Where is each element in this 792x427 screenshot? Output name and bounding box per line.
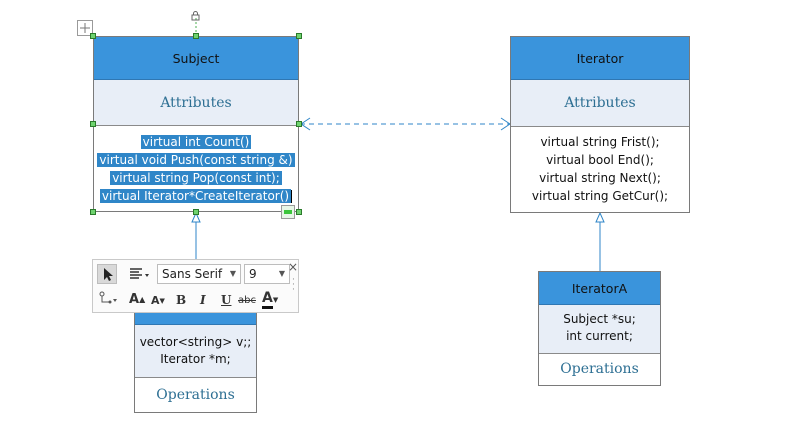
attribute-line: Subject *su; <box>563 312 636 326</box>
resize-handle-mid-left[interactable] <box>90 121 96 127</box>
more-options-icon[interactable]: ··· <box>292 275 295 295</box>
class-iteratorA-operations-label: Operations <box>560 361 639 377</box>
grow-font-button[interactable]: A▲ <box>129 292 146 307</box>
class-iterator-title: Iterator <box>576 51 624 66</box>
method-line: virtual void Push(const string &) <box>97 153 295 167</box>
attribute-line: Iterator *m; <box>160 352 231 366</box>
class-lower-attributes[interactable]: vector<string> v;; Iterator *m; <box>135 325 256 378</box>
lock-icon[interactable] <box>191 6 200 21</box>
inheritance-arrow-subject <box>191 211 201 223</box>
font-size-value: 9 <box>249 267 257 281</box>
pointer-tool-button[interactable] <box>97 264 117 284</box>
underline-button[interactable]: U <box>221 293 232 307</box>
class-subject-title: Subject <box>172 51 220 66</box>
attribute-line: int current; <box>566 329 633 343</box>
grow-font-label: A <box>129 292 140 307</box>
class-lower-operations-label: Operations <box>156 387 235 403</box>
class-subject[interactable]: Subject Attributes virtual int Count() v… <box>93 36 299 212</box>
attribute-line: vector<string> v;; <box>139 335 252 349</box>
class-lower-operations[interactable]: Operations <box>135 378 256 412</box>
class-iteratorA-header: IteratorA <box>539 272 660 305</box>
font-size-select[interactable]: 9 ▼ <box>244 264 290 284</box>
inheritance-arrow-iterator <box>595 211 605 223</box>
collapse-button[interactable] <box>281 205 295 219</box>
align-icon[interactable] <box>129 267 151 281</box>
shrink-font-label: A <box>151 294 160 307</box>
text-format-toolbar: Sans Serif ▼ 9 ▼ × ··· A▲ A▼ B I U abc A… <box>92 259 299 313</box>
chevron-down-icon: ▼ <box>272 296 279 304</box>
class-iteratorA[interactable]: IteratorA Subject *su; int current; Oper… <box>538 271 661 386</box>
method-line: virtual string Frist(); <box>540 135 660 149</box>
chevron-down-icon: ▼ <box>229 269 236 278</box>
resize-handle-bottom-right[interactable] <box>296 209 302 215</box>
class-subject-attributes[interactable]: Attributes <box>94 80 298 126</box>
class-iterator-methods[interactable]: virtual string Frist(); virtual bool End… <box>511 127 689 205</box>
method-line: virtual int Count() <box>140 135 252 149</box>
font-color-button[interactable]: A▼ <box>262 290 279 309</box>
resize-handle-top-center[interactable] <box>193 33 199 39</box>
class-lower[interactable]: vector<string> v;; Iterator *m; Operatio… <box>134 302 257 413</box>
resize-handle-bottom-center[interactable] <box>193 209 199 215</box>
font-color-label: A <box>262 290 273 309</box>
class-iteratorA-operations[interactable]: Operations <box>539 354 660 385</box>
method-line: virtual string GetCur(); <box>531 189 669 203</box>
bold-button[interactable]: B <box>176 293 187 307</box>
chevron-down-icon: ▼ <box>278 269 285 278</box>
class-iterator-attributes-label: Attributes <box>564 95 636 111</box>
class-iterator[interactable]: Iterator Attributes virtual string Frist… <box>510 36 690 213</box>
resize-handle-top-right[interactable] <box>296 33 302 39</box>
resize-handle-bottom-left[interactable] <box>90 209 96 215</box>
strikethrough-button[interactable]: abc <box>238 295 256 306</box>
text-cursor <box>291 190 293 203</box>
method-line: virtual string Pop(const int); <box>110 171 282 185</box>
class-subject-attributes-label: Attributes <box>160 95 232 111</box>
method-line: virtual bool End(); <box>546 153 654 167</box>
font-family-select[interactable]: Sans Serif ▼ <box>157 264 241 284</box>
class-iteratorA-attributes[interactable]: Subject *su; int current; <box>539 305 660 354</box>
class-iterator-attributes[interactable]: Attributes <box>511 80 689 127</box>
class-subject-header: Subject <box>94 37 298 80</box>
shrink-font-button[interactable]: A▼ <box>151 294 165 307</box>
move-handle-icon[interactable] <box>77 20 93 36</box>
font-family-value: Sans Serif <box>162 267 223 281</box>
class-iteratorA-title: IteratorA <box>571 281 628 296</box>
resize-handle-top-left[interactable] <box>90 33 96 39</box>
method-line: virtual string Next(); <box>539 171 661 185</box>
resize-handle-mid-right[interactable] <box>296 121 302 127</box>
connector-style-icon[interactable] <box>99 291 119 307</box>
class-iterator-header: Iterator <box>511 37 689 80</box>
class-subject-methods[interactable]: virtual int Count() virtual void Push(co… <box>94 126 298 205</box>
method-line: virtual Iterator*CreateIterator() <box>99 189 292 203</box>
close-icon[interactable]: × <box>288 260 299 274</box>
italic-button[interactable]: I <box>200 293 206 307</box>
